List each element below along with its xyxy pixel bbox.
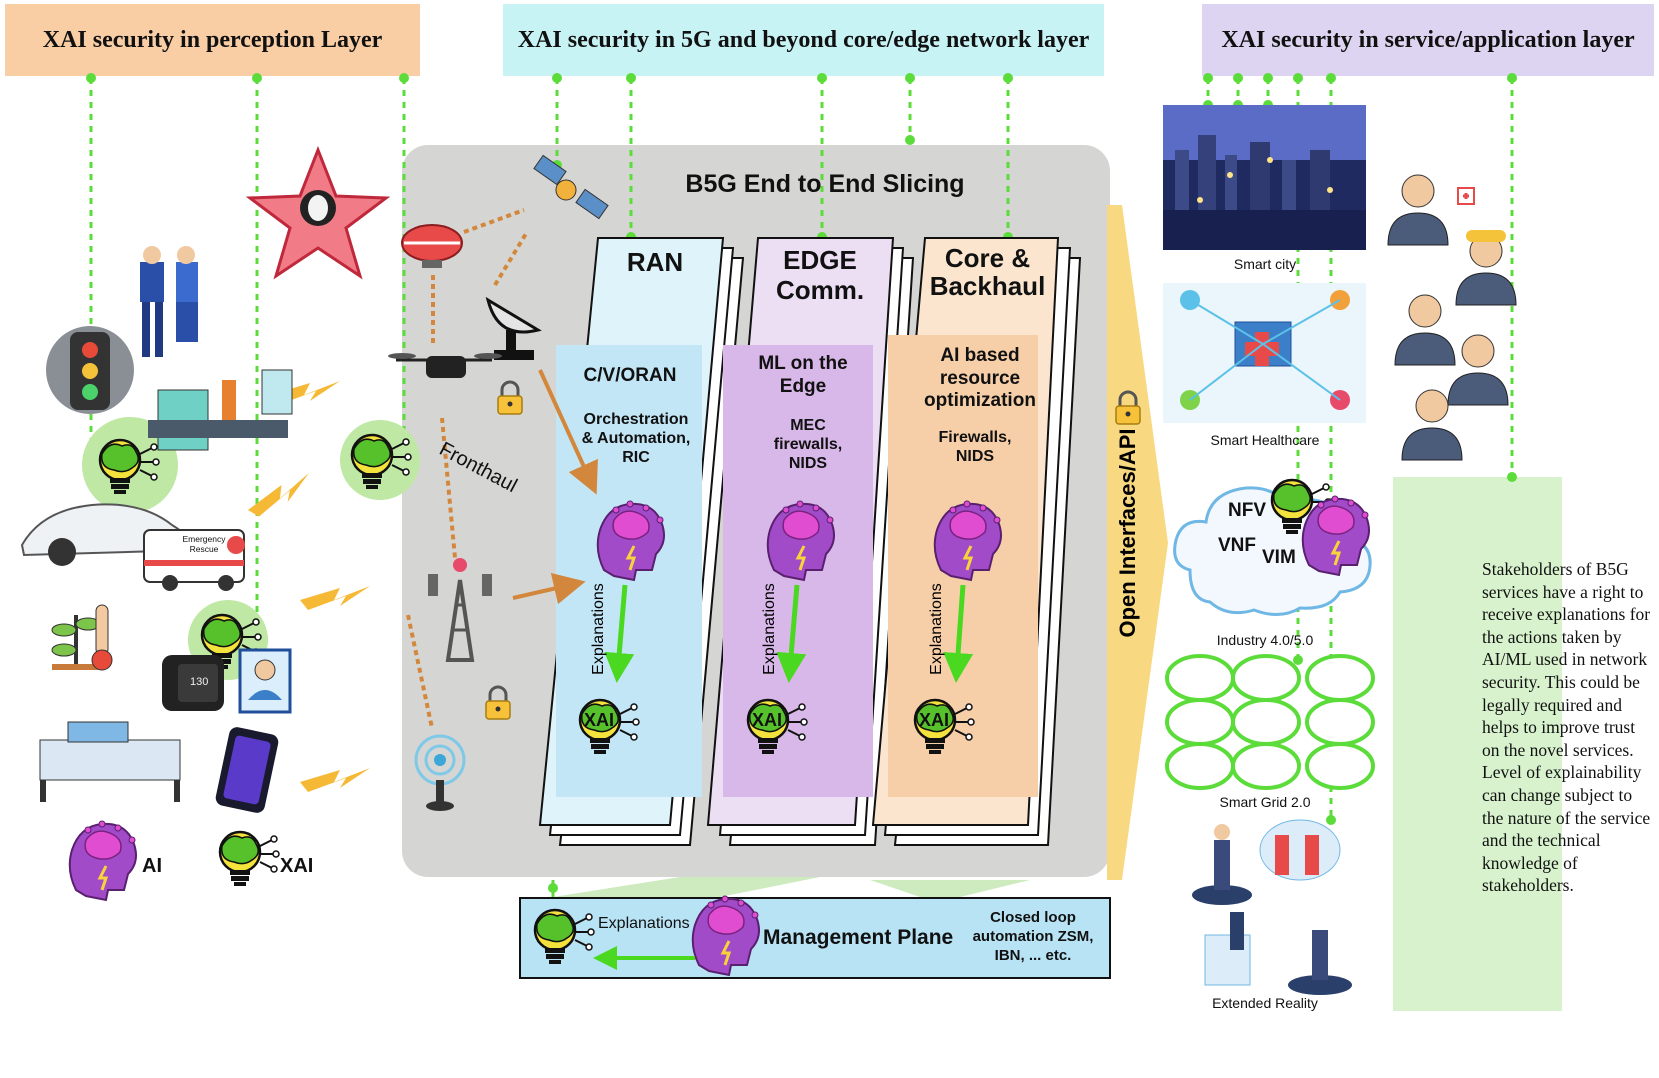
legend-xai-icon [218,830,281,888]
lightning-3 [300,586,370,610]
open-interfaces-arrow [1107,205,1168,880]
core-title: Core & Backhaul [929,243,1046,301]
perception-header-bg [5,4,420,76]
hard-hat-icon [1466,230,1506,242]
extended-reality-label: Extended Reality [1212,995,1318,1011]
slicing-title: B5G End to End Slicing [685,170,965,198]
edge-title: EDGE Comm. [775,245,865,305]
service-header-bg [1202,4,1654,76]
ran-xai-badge: XAI [584,710,615,730]
wireless-links [406,208,529,729]
smart-healthcare-image [1163,283,1366,423]
satellite-icon [533,154,609,220]
nfv-label: NFV [1228,500,1266,521]
edge-explanations-label: Explanations [761,583,778,675]
smart-factory-icon [148,369,293,451]
vnf-label: VNF [1218,535,1256,556]
network-header: XAI security in 5G and beyond core/edge … [517,27,1090,53]
ran-title: RAN [626,247,684,277]
mgmt-connector-left [553,877,820,897]
network-header-bg [503,4,1104,76]
lightning-2 [243,472,318,520]
ambulance-label: Emergency Rescue [182,534,226,554]
core-explanations-label: Explanations [928,583,945,675]
ran-inner-sub: Orchestration & Automation, RIC [581,411,691,466]
management-plane-bg [519,897,1111,979]
edge-xai-badge: XAI [752,710,783,730]
vim-label: VIM [1262,547,1296,568]
video-call-icon [238,648,292,714]
perception-header: XAI security in perception Layer [42,27,383,53]
traffic-light-icon [46,326,134,414]
smart-city-label: Smart city [1233,256,1297,272]
legend-xai-label: XAI [280,855,314,877]
small-cell-icon [414,734,466,811]
dish-antenna-icon [485,296,542,360]
worker-icon [1455,234,1517,306]
blimp-icon [401,224,463,268]
core-inner-sub: Firewalls, NIDS [938,429,1012,465]
extended-reality-image [1192,819,1352,995]
stakeholder-box-bg [1393,477,1562,1011]
man-icon [1394,294,1456,366]
management-plane-title: Management Plane [763,926,954,949]
stakeholders-text: Stakeholders of B5G services have a righ… [1482,559,1651,896]
people-ar-icon [140,246,198,357]
ambulance-icon [143,529,245,591]
smartphone-icon [215,727,279,813]
smart-healthcare-label: Smart Healthcare [1210,432,1320,448]
closed-loop-label: Closed loop automation ZSM, IBN, ... etc… [972,909,1094,964]
mgmt-connector-right [870,880,1030,897]
smart-grid-image [1165,654,1375,790]
edge-inner-title: ML on the Edge [758,353,848,397]
woman-icon [1447,334,1509,406]
hospital-bed-icon [39,721,181,802]
industry-label: Industry 4.0/5.0 [1216,632,1314,648]
lightning-4 [300,768,370,792]
management-explanations-label: Explanations [598,915,690,932]
drone-icon [388,353,502,378]
smart-grid-label: Smart Grid 2.0 [1219,794,1311,810]
plant-thermometer-icon [51,604,113,671]
ran-inner-title: C/V/ORAN [583,365,677,386]
cell-tower-icon [428,558,492,662]
ran-explanations-label: Explanations [590,583,607,675]
core-xai-badge: XAI [919,710,950,730]
slice-links [512,369,598,605]
smart-city-image [1163,105,1366,250]
core-inner-title: AI based resource optimization [924,345,1036,411]
service-header: XAI security in service/application laye… [1221,27,1635,53]
doctor-icon [1387,174,1449,246]
legend-ai-label: AI [142,855,162,877]
legend-ai-icon [68,819,138,902]
open-interfaces-label: Open Interfaces/API [1115,428,1140,638]
slice-explanation-arrows [604,584,974,683]
watch-reading: 130 [190,676,209,688]
smartwatch-icon [162,655,224,711]
edge-inner-sub: MEC firewalls, NIDS [773,417,843,472]
